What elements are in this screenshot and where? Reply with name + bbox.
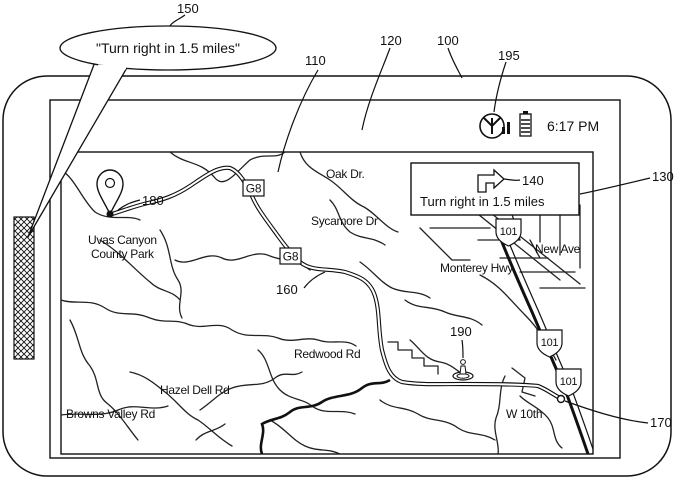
battery-icon (519, 111, 532, 137)
leader-150 (169, 14, 186, 27)
turn-right-arrow-icon (477, 168, 505, 193)
leader-195 (493, 61, 507, 113)
nav-instruction-text: Turn right in 1.5 miles (420, 194, 545, 209)
speech-bubble-text: "Turn right in 1.5 miles" (96, 40, 240, 56)
svg-text:101: 101 (560, 376, 578, 388)
shield-g8-lower: G8 (279, 247, 302, 265)
status-time: 6:17 PM (547, 118, 599, 134)
ref-100: 100 (437, 33, 459, 48)
svg-text:101: 101 (500, 226, 518, 238)
destination-pin-icon[interactable] (96, 169, 124, 218)
map-label-hazel: Hazel Dell Rd (160, 383, 229, 397)
map-label-uvas-2: County Park (91, 247, 155, 261)
leader-130 (579, 177, 651, 195)
current-position-icon (556, 394, 566, 404)
leader-110 (277, 69, 319, 173)
map-label-uvas-1: Uvas Canyon (88, 233, 157, 247)
map-label-redwood: Redwood Rd (294, 347, 360, 361)
leader-180 (117, 199, 141, 211)
map-label-oak: Oak Dr. (326, 167, 365, 181)
map-label-browns: Browns Valley Rd (66, 407, 155, 421)
side-button[interactable] (13, 216, 35, 360)
map-label-sycamore: Sycamore Dr (311, 214, 378, 228)
ref-120: 120 (380, 33, 402, 48)
ref-195: 195 (498, 48, 520, 63)
map-label-monterey: Monterey Hwy (440, 261, 513, 275)
leader-120 (361, 47, 391, 131)
signal-strength-icon (479, 113, 510, 139)
map-label-w10: W 10th (506, 407, 542, 421)
map-label-newave: New Ave (535, 242, 581, 256)
leader-190 (461, 339, 464, 359)
leader-100 (447, 47, 463, 79)
svg-text:101: 101 (541, 337, 559, 349)
speech-bubble: "Turn right in 1.5 miles" (27, 25, 277, 238)
svg-text:G8: G8 (283, 250, 299, 264)
leader-160 (303, 271, 326, 289)
ref-180: 180 (142, 193, 164, 208)
leader-140 (503, 178, 521, 182)
location-marker-icon[interactable] (452, 359, 474, 381)
shield-g8-upper: G8 (242, 179, 265, 197)
navigation-instruction-box: Turn right in 1.5 miles (410, 162, 580, 216)
ref-170: 170 (650, 415, 672, 430)
leader-170 (564, 400, 649, 424)
ref-110: 110 (305, 53, 326, 68)
shield-101-low: 101 (555, 368, 582, 397)
svg-text:G8: G8 (246, 182, 262, 196)
shield-101-top: 101 (495, 218, 522, 247)
ref-140: 140 (522, 173, 544, 188)
ref-130: 130 (652, 169, 674, 184)
ref-160: 160 (276, 282, 298, 297)
ref-150: 150 (177, 1, 199, 16)
ref-190: 190 (450, 324, 472, 339)
shield-101-mid: 101 (536, 329, 563, 358)
